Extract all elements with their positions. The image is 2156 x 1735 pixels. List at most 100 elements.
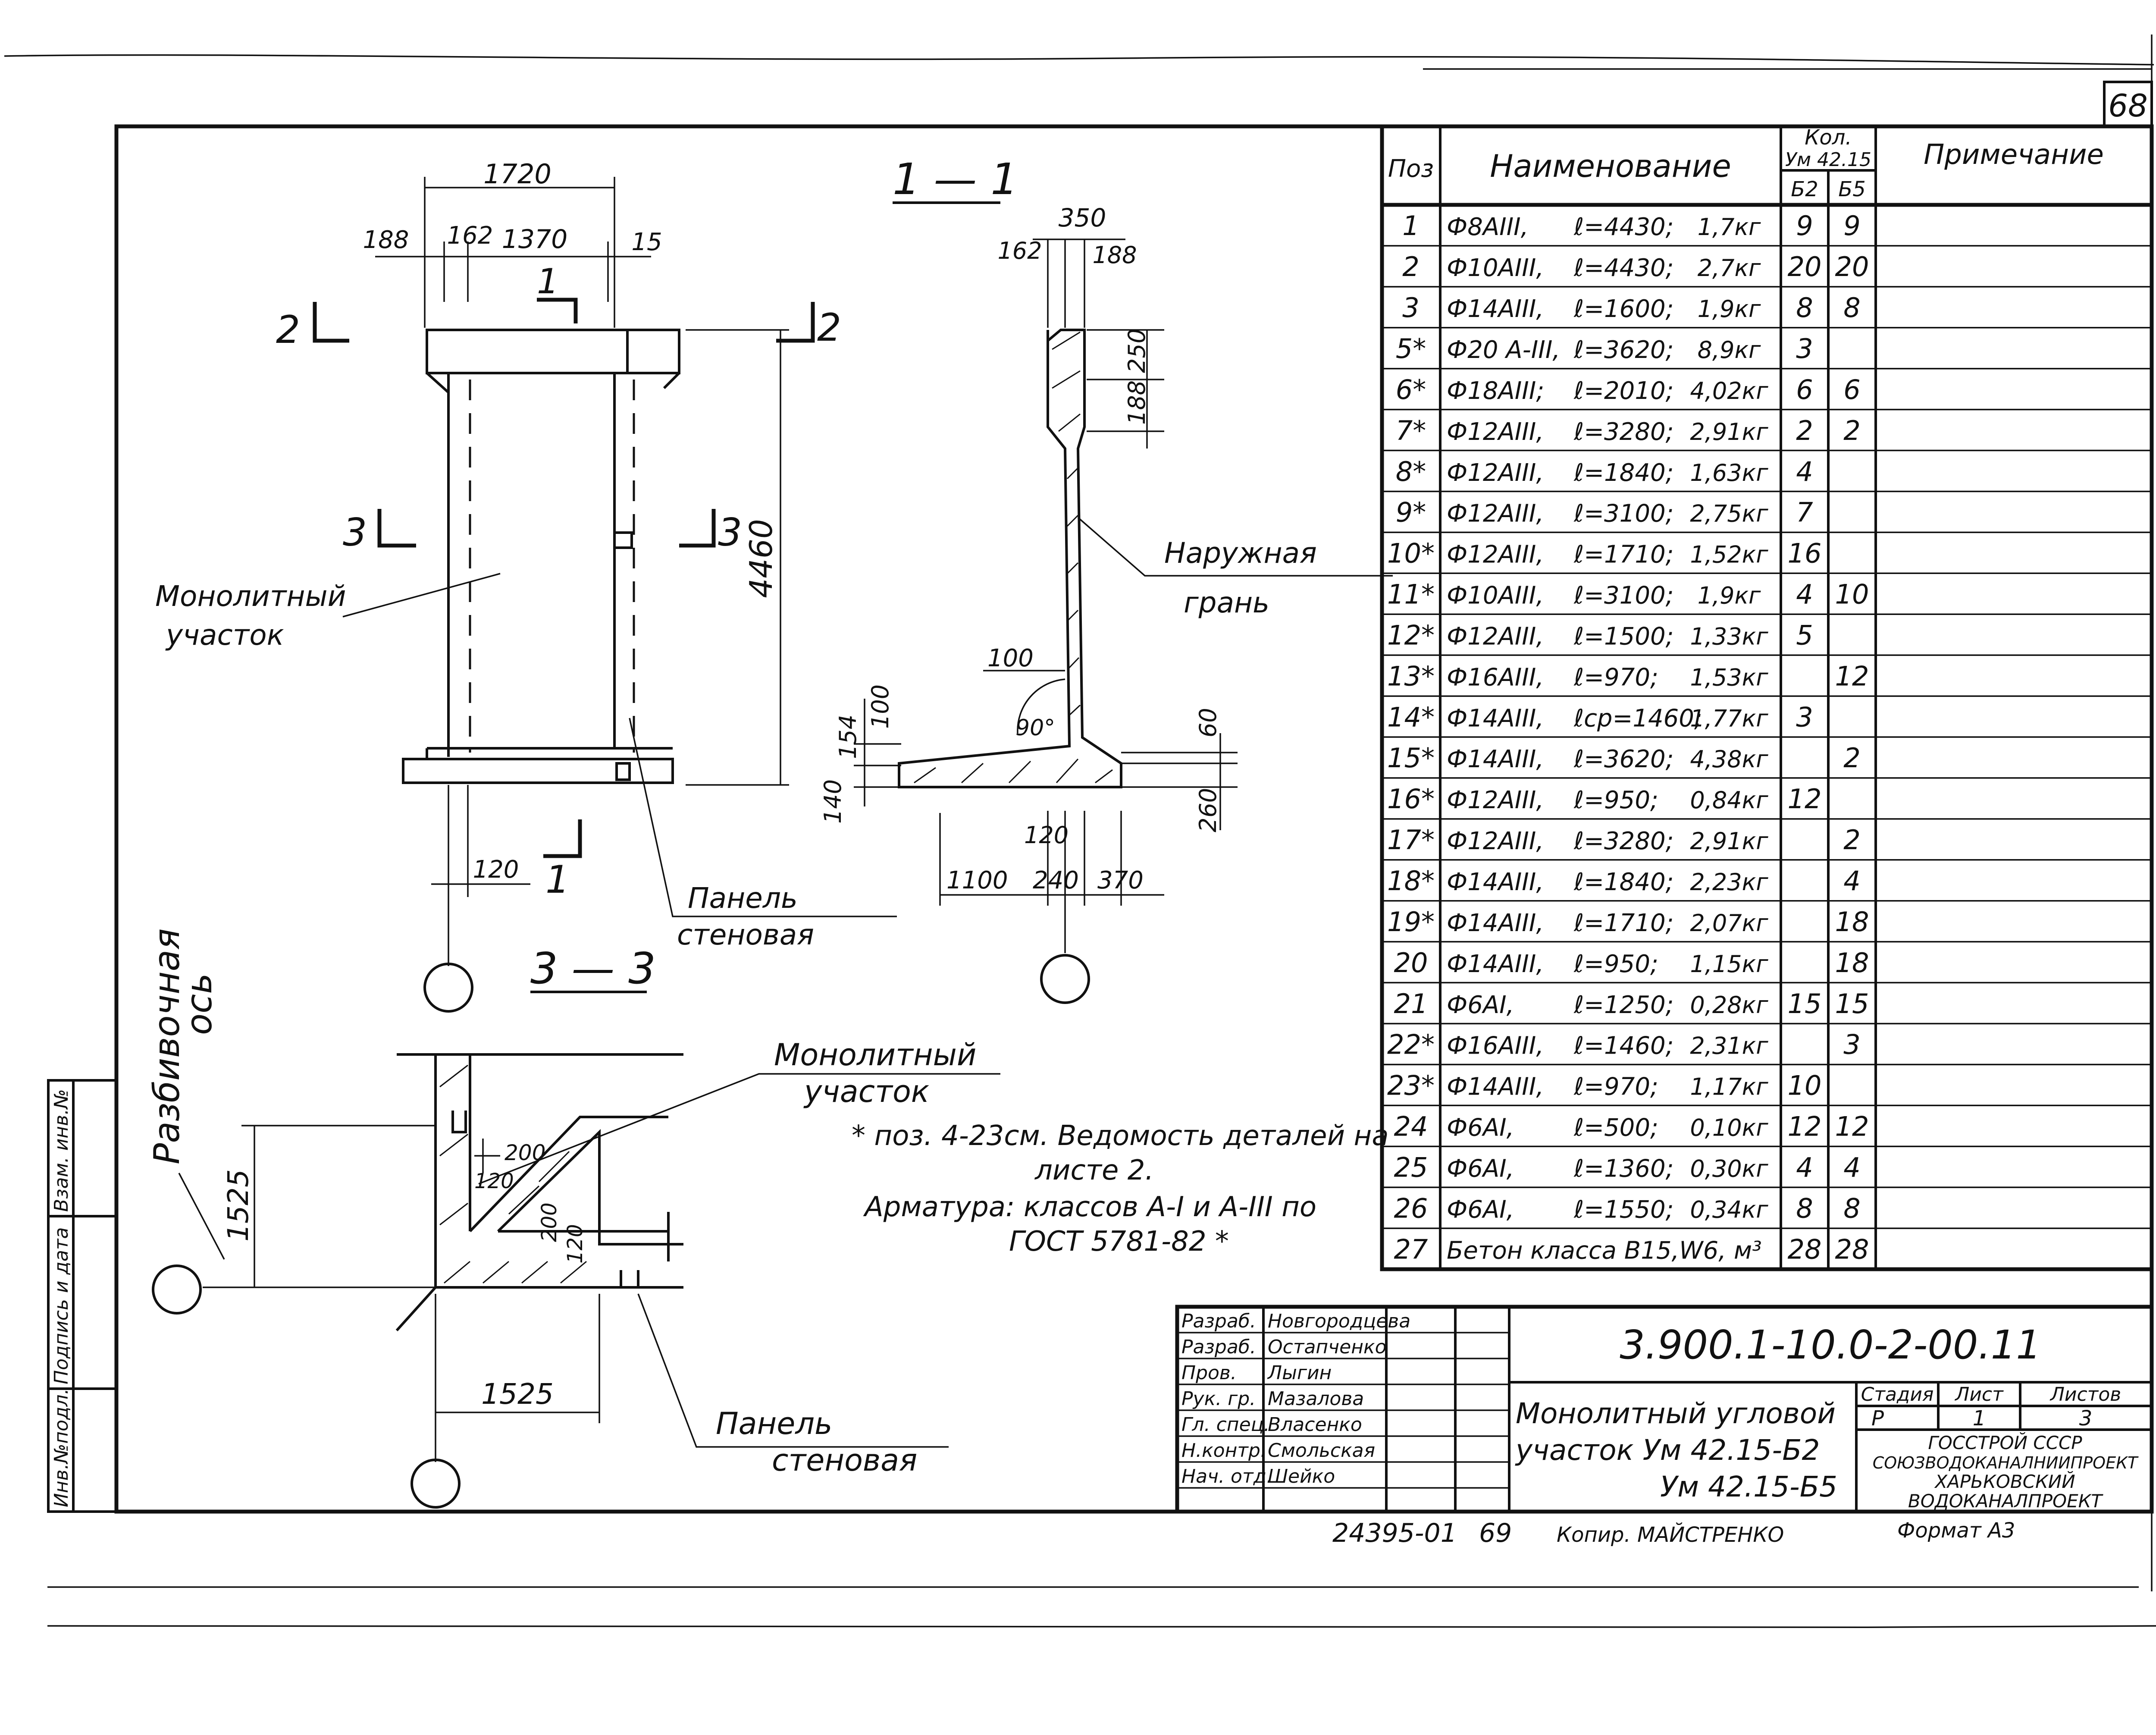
title-role: Н.контр. <box>1181 1440 1266 1462</box>
spec-row-name: Ф16АIII, <box>1447 663 1544 691</box>
spec-row-pos: 16* <box>1387 783 1435 815</box>
spec-row-length: ℓ=1500; <box>1573 622 1673 650</box>
spec-row-pos: 8* <box>1396 456 1426 487</box>
spec-row-mass: 1,15кг <box>1690 951 1768 978</box>
dim-370: 370 <box>1097 866 1144 894</box>
label-monolith-1: Монолитный <box>155 580 346 613</box>
spec-row-length: ℓ=970; <box>1573 1073 1658 1101</box>
spec-table: Поз Наименование Кол. Ум 42.15 Б2 Б5 При… <box>1380 124 2154 1271</box>
title-role: Нач. отд. <box>1181 1465 1272 1487</box>
label-monolith-s3-1: Монолитный <box>774 1037 976 1073</box>
spec-row-name: Ф12АIII, <box>1447 827 1544 855</box>
label-axis-2: ось <box>179 973 220 1035</box>
spec-row-qty-b2: 2 <box>1796 415 1813 446</box>
label-monolith-2: участок <box>165 618 284 652</box>
spec-row-length: ℓ=4430; <box>1573 254 1673 282</box>
title-role: Рук. гр. <box>1181 1388 1256 1410</box>
spec-row-length: ℓ=950; <box>1573 786 1658 814</box>
doc-code: 3.900.1-10.0-2-00.11 <box>1620 1322 2041 1368</box>
dim-15: 15 <box>631 228 662 256</box>
spec-row-name: Ф12АIII, <box>1447 418 1544 446</box>
note-line-4: ГОСТ 5781-82 * <box>1009 1226 1229 1258</box>
spec-row-qty-b5: 8 <box>1843 292 1860 323</box>
dim-1525-horizontal: 1525 <box>481 1377 554 1411</box>
spec-row-length: ℓ=3280; <box>1573 827 1673 855</box>
spec-row-name: Ф12АIII, <box>1447 459 1544 487</box>
spec-row-mass: 2,31кг <box>1690 1032 1768 1060</box>
title-person: Мазалова <box>1268 1388 1364 1410</box>
spec-row-mass: 1,33кг <box>1690 623 1768 650</box>
spec-row-mass: 1,9кг <box>1698 295 1761 323</box>
spec-row-qty-b5: 20 <box>1835 251 1869 282</box>
spec-row-qty-b2: 20 <box>1788 251 1822 282</box>
spec-row-name: Ф18АIII; <box>1447 377 1544 405</box>
spec-row-qty-b2: 28 <box>1788 1233 1822 1265</box>
dim-1720: 1720 <box>483 158 552 190</box>
sheet-number: 68 <box>2108 88 2148 124</box>
spec-row-pos: 11* <box>1387 579 1435 610</box>
dim-240: 240 <box>1033 866 1079 894</box>
spec-row-mass: 4,02кг <box>1690 377 1768 405</box>
spec-row-mass: 0,28кг <box>1690 991 1768 1019</box>
sheets-label: Листов <box>2049 1384 2121 1406</box>
spec-row-name: Ф14АIII, <box>1447 295 1544 323</box>
spec-row-qty-b5: 8 <box>1843 1192 1860 1224</box>
spec-row-qty-b5: 2 <box>1843 415 1860 446</box>
spec-row-pos: 12* <box>1387 619 1435 651</box>
spec-row-pos: 26 <box>1394 1192 1428 1224</box>
dim-260: 260 <box>1194 788 1222 832</box>
plan-view: 1720 188 162 1370 15 4460 2 2 <box>147 158 897 1260</box>
spec-row-mass: 1,52кг <box>1690 541 1768 568</box>
label-axis-1: Разбивочная <box>147 929 188 1164</box>
header-note: Примечание <box>1924 139 2104 171</box>
spec-row-pos: 15* <box>1387 742 1435 774</box>
title-role: Гл. спец. <box>1181 1414 1270 1436</box>
spec-row-qty-b2: 3 <box>1796 701 1813 733</box>
spec-row-qty-b2: 8 <box>1796 292 1813 323</box>
spec-row-mass: 1,77кг <box>1690 705 1768 732</box>
org-line-1: ГОССТРОЙ СССР <box>1928 1432 2082 1453</box>
stamp-replaced-inv: Взам. инв.№ <box>50 1089 72 1212</box>
spec-row-qty-b2: 7 <box>1796 497 1813 528</box>
dim-100b: 100 <box>867 684 894 729</box>
spec-row-pos: 27 <box>1394 1233 1428 1265</box>
spec-row-pos: 13* <box>1387 660 1435 692</box>
spec-row-qty-b5: 4 <box>1843 865 1860 897</box>
label-monolith-s3-2: участок <box>803 1074 929 1109</box>
header-name: Наименование <box>1490 148 1731 184</box>
spec-row-qty-b2: 10 <box>1788 1070 1822 1101</box>
label-panel-s3-2: стеновая <box>772 1443 917 1478</box>
spec-row-length: ℓ=1710; <box>1573 909 1673 937</box>
spec-row-length: ℓ=4430; <box>1573 213 1673 241</box>
spec-row-mass: 2,75кг <box>1690 500 1768 527</box>
spec-row-name: Ф6АI, <box>1447 1195 1514 1224</box>
spec-row-length: ℓ=3100; <box>1573 500 1673 528</box>
title-role: Пров. <box>1181 1362 1237 1384</box>
footer-copier: Копир. МАЙСТРЕНКО <box>1557 1522 1784 1547</box>
section-3-3-title: 3 — 3 <box>530 943 656 994</box>
spec-row-pos: 5* <box>1396 333 1426 364</box>
spec-row-mass: 0,10кг <box>1690 1114 1768 1142</box>
spec-row-qty-b2: 12 <box>1788 783 1822 815</box>
spec-row-length: ℓ=3620; <box>1573 745 1673 773</box>
spec-row-length: ℓ=1840; <box>1573 868 1673 896</box>
spec-row-pos: 21 <box>1394 988 1428 1020</box>
spec-row-length: ℓ=3620; <box>1573 336 1673 364</box>
spec-row-length: ℓ=1600; <box>1573 295 1673 323</box>
spec-row-qty-b5: 12 <box>1835 1111 1869 1142</box>
spec-row-name: Ф6АI, <box>1447 1114 1514 1142</box>
spec-row-mass: 2,91кг <box>1690 828 1768 855</box>
footer-inv: 24395-01 <box>1332 1518 1457 1548</box>
spec-row-length: ℓ=1550; <box>1573 1195 1673 1224</box>
label-panel-s3-1: Панель <box>716 1406 832 1441</box>
sheet-value: 1 <box>1973 1406 1986 1431</box>
spec-row-qty-b2: 12 <box>1788 1111 1822 1142</box>
spec-row-pos: 10* <box>1387 538 1435 569</box>
spec-row-mass: 2,91кг <box>1690 418 1768 446</box>
dim-60: 60 <box>1194 708 1222 737</box>
spec-row-qty-b5: 28 <box>1835 1233 1869 1265</box>
title-person: Лыгин <box>1267 1362 1332 1384</box>
spec-row-mass: 4,38кг <box>1690 746 1768 773</box>
title-person: Новгородцева <box>1268 1310 1410 1332</box>
dim-200-s3: 200 <box>505 1140 545 1165</box>
